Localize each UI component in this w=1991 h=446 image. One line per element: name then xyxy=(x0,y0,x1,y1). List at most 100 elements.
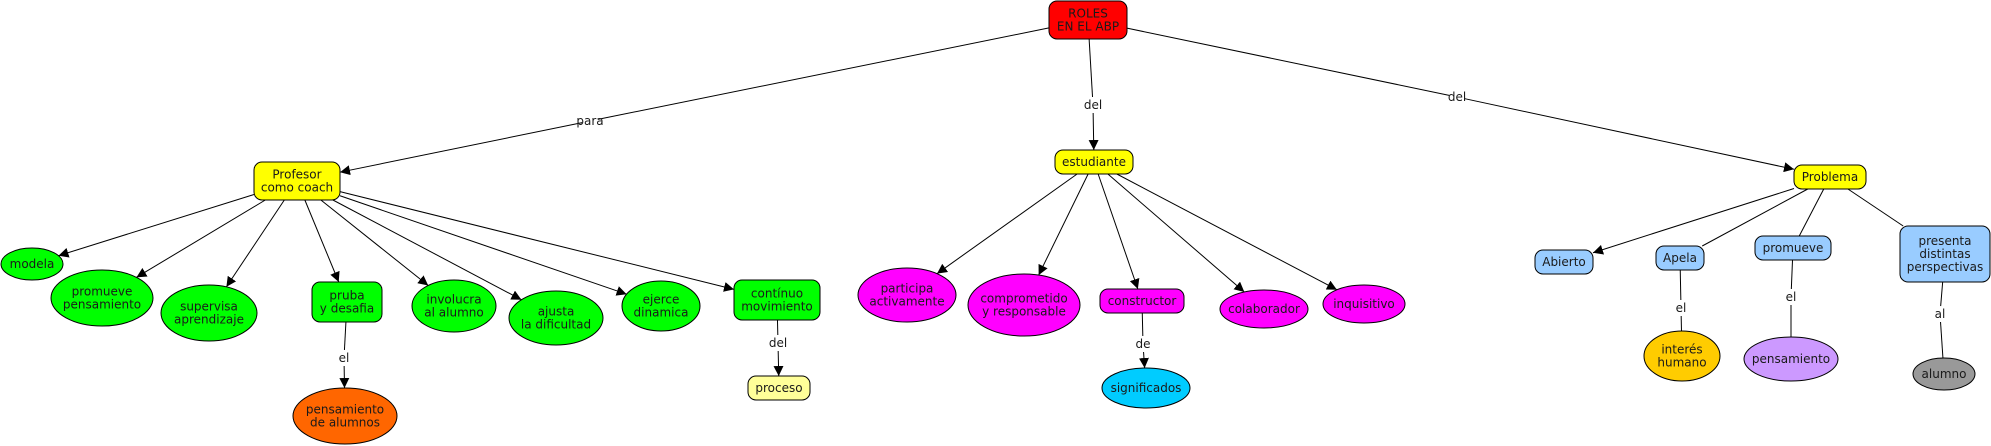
node-profesor-label-line-1: como coach xyxy=(261,181,333,195)
edge-presenta-to-al-presenta xyxy=(1940,281,1944,307)
edge-del-est-to-estudiante xyxy=(1088,112,1099,151)
node-promueve-pens-shape xyxy=(50,269,154,327)
edge-de-constr-to-significados xyxy=(1138,351,1149,369)
node-presenta-shape xyxy=(1899,225,1991,283)
link-label-del-est: del xyxy=(1084,98,1102,112)
link-label-del-cont: del xyxy=(769,336,787,350)
node-presenta-label-line-2: perspectivas xyxy=(1907,260,1984,274)
node-interes-shape xyxy=(1643,330,1721,382)
node-colaborador-shape xyxy=(1219,289,1309,329)
node-pruba-shape xyxy=(311,281,383,323)
node-apela-label-line-0: Apela xyxy=(1663,251,1697,265)
node-constructor-label-line-0: constructor xyxy=(1108,294,1177,308)
link-label-del-prob: del xyxy=(1448,90,1466,104)
node-estudiante-shape xyxy=(1054,149,1134,175)
node-ejerce-label-line-1: dinamica xyxy=(634,306,689,320)
node-promueve-pens-label-line-1: pensamiento xyxy=(63,298,141,312)
edge-profesor-to-involucra xyxy=(320,199,429,286)
node-involucra-label-line-1: al alumno xyxy=(424,306,483,320)
edge-roles-to-para xyxy=(597,27,1050,120)
node-alumno-label-line-0: alumno xyxy=(1922,367,1967,381)
node-inquisitivo-label-line-0: inquisitivo xyxy=(1333,297,1395,311)
edge-roles-to-del-est xyxy=(1088,38,1094,98)
node-participa-label-line-0: participa xyxy=(881,282,934,296)
node-interes-label-line-1: humano xyxy=(1657,356,1706,370)
node-profesor-label-line-0: Profesor xyxy=(272,168,321,182)
node-modela[interactable]: modela xyxy=(0,247,64,281)
edge-profesor-to-continuo xyxy=(339,191,735,292)
node-participa-label-line-1: activamente xyxy=(869,295,944,309)
node-apela-shape xyxy=(1655,245,1705,271)
node-continuo-label-line-1: movimiento xyxy=(741,300,813,314)
node-proceso[interactable]: proceso xyxy=(747,375,811,401)
node-promueve-prob-label-line-0: promueve xyxy=(1763,241,1824,255)
node-supervisa-shape xyxy=(160,284,258,342)
edge-profesor-to-supervisa xyxy=(225,199,285,288)
node-abierto[interactable]: Abierto xyxy=(1534,249,1594,275)
edges-layer xyxy=(58,27,1944,389)
node-problema-label-line-0: Problema xyxy=(1802,170,1858,184)
node-abierto-label-line-0: Abierto xyxy=(1542,255,1586,269)
node-problema[interactable]: Problema xyxy=(1793,164,1867,190)
node-roles-label-line-1: EN EL ABP xyxy=(1057,20,1119,34)
node-involucra-label-line-0: involucra xyxy=(426,293,481,307)
node-modela-shape xyxy=(0,247,64,281)
node-alumno[interactable]: alumno xyxy=(1912,357,1976,391)
node-significados[interactable]: significados xyxy=(1101,367,1191,409)
node-pensamiento-prob[interactable]: pensamiento xyxy=(1743,336,1839,382)
node-constructor[interactable]: constructor xyxy=(1099,288,1185,314)
edge-constructor-to-de-constr xyxy=(1141,312,1144,337)
edge-problema-to-abierto xyxy=(1592,188,1795,255)
edge-problema-to-apela xyxy=(1701,188,1809,247)
edge-estudiante-to-comprometido xyxy=(1038,173,1089,276)
node-significados-label-line-0: significados xyxy=(1111,381,1182,395)
edge-profesor-to-modela xyxy=(58,193,255,258)
node-promueve-prob[interactable]: promueve xyxy=(1754,235,1832,261)
node-estudiante[interactable]: estudiante xyxy=(1054,149,1134,175)
node-inquisitivo[interactable]: inquisitivo xyxy=(1322,284,1406,324)
node-significados-shape xyxy=(1101,367,1191,409)
node-pruba-label-line-1: y desafia xyxy=(320,302,374,316)
node-continuo-shape xyxy=(733,279,821,321)
link-label-el-pruba: el xyxy=(339,351,350,365)
node-constructor-shape xyxy=(1099,288,1185,314)
node-promueve-prob-shape xyxy=(1754,235,1832,261)
edge-apela-to-el-apela xyxy=(1679,269,1682,301)
edge-para-to-profesor xyxy=(339,122,583,176)
link-label-para: para xyxy=(576,114,603,128)
node-profesor-shape xyxy=(253,161,341,201)
node-supervisa-label-line-0: supervisa xyxy=(180,300,238,314)
node-apela[interactable]: Apela xyxy=(1655,245,1705,271)
node-ejerce-shape xyxy=(621,280,701,332)
node-pens-alumnos-shape xyxy=(292,387,398,445)
node-interes-label-line-0: interés xyxy=(1661,343,1702,357)
link-label-al-presenta: al xyxy=(1935,307,1946,321)
edge-profesor-to-promueve-pens xyxy=(136,199,266,278)
node-continuo-label-line-0: contínuo xyxy=(751,287,803,301)
node-abierto-shape xyxy=(1534,249,1594,275)
node-ejerce-label-line-0: ejerce xyxy=(643,293,680,307)
node-comprometido-label-line-1: y responsable xyxy=(982,305,1066,319)
node-roles-shape xyxy=(1048,0,1128,40)
edge-del-cont-to-proceso xyxy=(773,350,784,377)
node-colaborador[interactable]: colaborador xyxy=(1219,289,1309,329)
node-presenta-label-line-0: presenta xyxy=(1919,234,1972,248)
node-alumno-shape xyxy=(1912,357,1976,391)
edge-al-presenta-to-alumno xyxy=(1940,321,1944,359)
